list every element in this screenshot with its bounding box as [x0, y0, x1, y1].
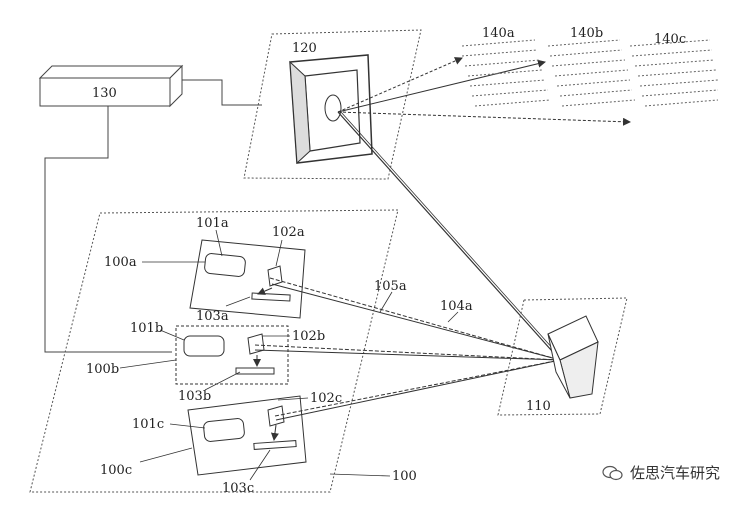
- mirror-110: [497, 297, 628, 416]
- pattern-140a: [461, 39, 551, 107]
- wechat-icon: [602, 465, 623, 480]
- label-103b: 103b: [178, 389, 211, 404]
- label-102c: 102c: [310, 391, 342, 406]
- label-100: 100: [392, 469, 417, 484]
- label-100a: 100a: [104, 255, 137, 270]
- pattern-140c: [629, 39, 719, 107]
- projection-beams: [337, 57, 631, 361]
- pattern-140b: [547, 39, 636, 107]
- label-101a: 101a: [196, 216, 229, 231]
- watermark: 佐思汽车研究: [602, 462, 720, 483]
- label-120: 120: [292, 41, 317, 56]
- label-100c: 100c: [100, 463, 132, 478]
- label-101b: 101b: [130, 321, 163, 336]
- label-103a: 103a: [196, 309, 229, 324]
- label-130: 130: [92, 86, 117, 101]
- wiring: [44, 79, 262, 353]
- labels: 130 120 140a 140b 140c 101a 102a 100a 10…: [86, 26, 686, 496]
- source-plane-100: [29, 209, 399, 493]
- label-101c: 101c: [132, 417, 164, 432]
- label-103c: 103c: [222, 481, 254, 496]
- label-104a: 104a: [440, 299, 473, 314]
- module-100b: [175, 325, 289, 385]
- label-100b: 100b: [86, 362, 119, 377]
- scanner-120: [243, 29, 422, 180]
- label-105a: 105a: [374, 279, 407, 294]
- label-140c: 140c: [654, 32, 686, 47]
- watermark-text: 佐思汽车研究: [629, 464, 720, 482]
- small-arrows: [253, 287, 279, 441]
- label-140b: 140b: [570, 26, 603, 41]
- label-102a: 102a: [272, 225, 305, 240]
- label-110: 110: [526, 399, 551, 414]
- controller-130: [38, 64, 184, 108]
- label-140a: 140a: [482, 26, 515, 41]
- source-beams: [254, 277, 561, 421]
- label-102b: 102b: [292, 329, 325, 344]
- module-100c: [187, 395, 307, 476]
- leader-lines: [119, 229, 459, 481]
- module-100a: [189, 239, 306, 319]
